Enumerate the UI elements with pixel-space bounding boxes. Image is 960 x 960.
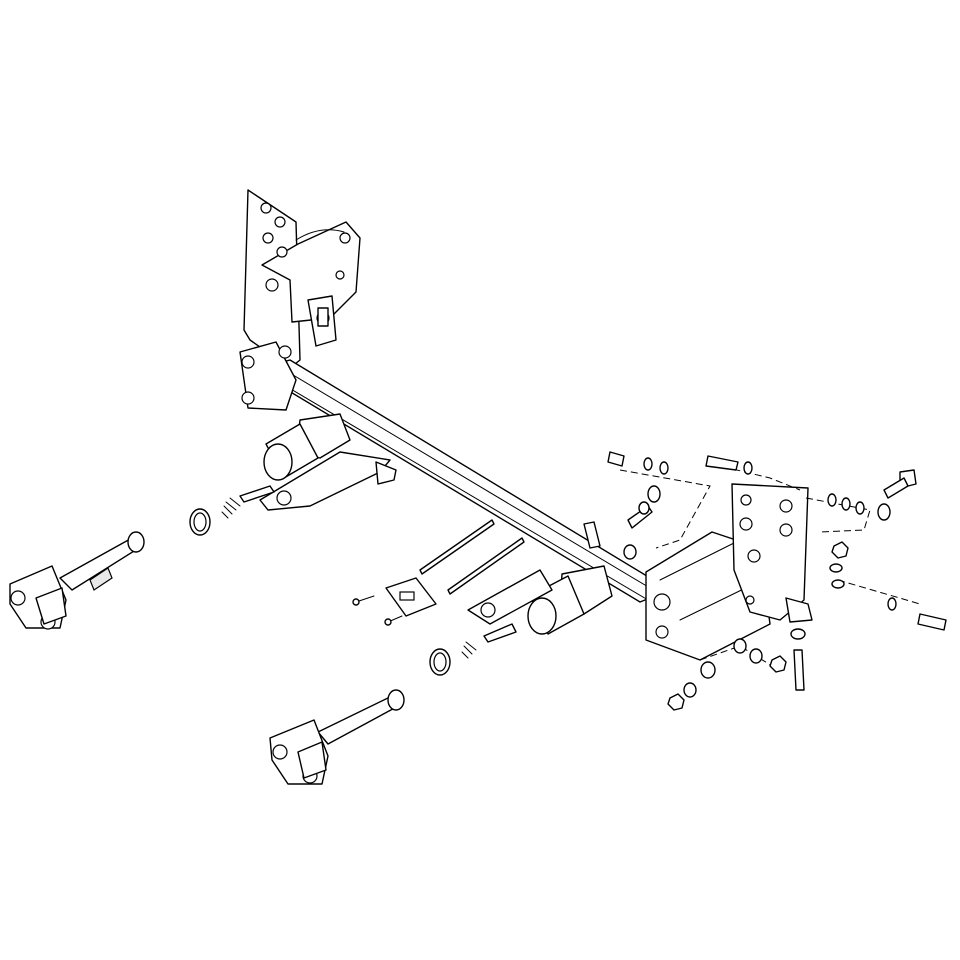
- right-fasteners: [583, 451, 947, 711]
- left-end-plate: [239, 341, 297, 411]
- left-tow-arm: [9, 531, 145, 630]
- center-plate-and-bolts: [352, 577, 437, 626]
- right-ring-spring-pin: [429, 623, 517, 676]
- right-receiver: [467, 565, 613, 635]
- left-mounting-bracket: [243, 189, 361, 369]
- left-receiver: [259, 413, 397, 511]
- left-ring-spring-pin: [189, 485, 275, 536]
- right-mounting-bracket: [645, 483, 813, 661]
- right-tow-arm: [269, 689, 405, 785]
- left-bracket-tab: [307, 295, 337, 347]
- support-rods: [419, 519, 525, 595]
